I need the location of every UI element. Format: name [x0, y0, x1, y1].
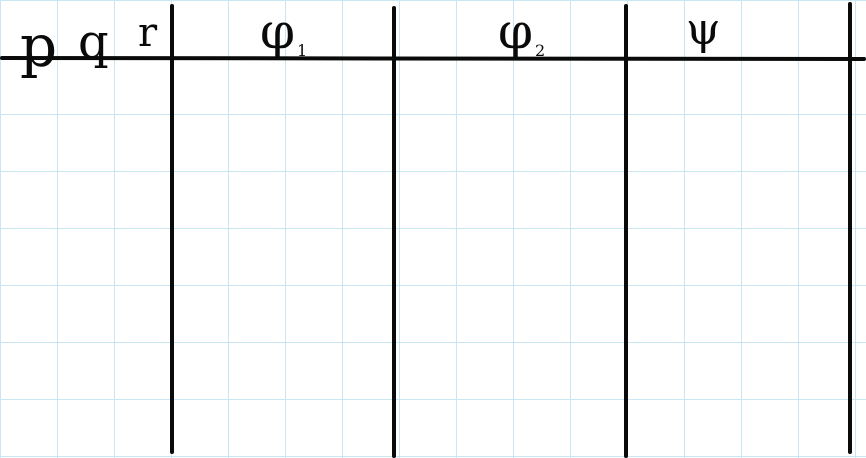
header-psi: ψ [686, 4, 721, 55]
header-rule-line [0, 56, 866, 61]
header-r: r [138, 10, 158, 56]
header-phi1-subscript: 1 [297, 41, 307, 60]
header-phi2-subscript: 2 [535, 41, 545, 60]
header-p: p [20, 12, 57, 80]
header-phi2-symbol: φ [498, 2, 533, 60]
header-q: q [78, 14, 109, 70]
header-phi1-symbol: φ [260, 2, 295, 60]
